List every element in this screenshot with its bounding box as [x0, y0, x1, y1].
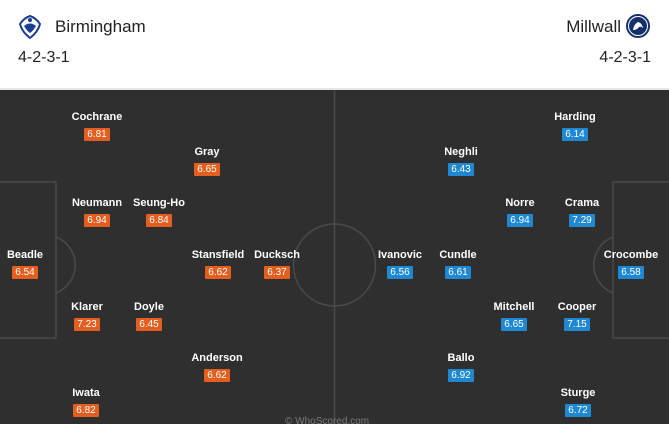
player-neghli[interactable]: Neghli 6.43 — [416, 146, 506, 177]
player-beadle[interactable]: Beadle 6.54 — [0, 249, 70, 280]
rating-badge: 6.72 — [565, 404, 591, 417]
pitch: Cochrane 6.81 Gray 6.65 Neumann 6.94 Seu… — [0, 90, 669, 424]
rating-badge: 7.15 — [564, 318, 590, 331]
away-formation: 4-2-3-1 — [599, 49, 651, 66]
player-ivanovic[interactable]: Ivanovic 6.56 — [355, 249, 445, 280]
pitch-markings — [0, 90, 669, 424]
rating-badge: 6.58 — [618, 266, 644, 279]
player-name: Harding — [554, 111, 596, 123]
player-name: Ballo — [447, 352, 475, 364]
player-name: Doyle — [134, 301, 164, 313]
watermark: © WhoScored.com — [285, 416, 370, 427]
player-name: Anderson — [191, 352, 243, 364]
match-header: Birmingham 4-2-3-1 Millwall 4-2-3-1 — [0, 0, 669, 88]
rating-badge: 6.84 — [146, 214, 172, 227]
player-name: Cooper — [557, 301, 597, 313]
player-crama[interactable]: Crama 7.29 — [537, 197, 627, 228]
header-divider — [0, 88, 669, 90]
home-team-name: Birmingham — [55, 17, 146, 36]
rating-badge: 6.62 — [205, 266, 231, 279]
player-ballo[interactable]: Ballo 6.92 — [416, 352, 506, 383]
player-klarer[interactable]: Klarer 7.23 — [42, 301, 132, 332]
player-name: Iwata — [72, 387, 100, 399]
rating-badge: 6.61 — [445, 266, 471, 279]
player-crocombe[interactable]: Crocombe 6.58 — [586, 249, 669, 280]
rating-badge: 6.94 — [84, 214, 110, 227]
player-seung-ho[interactable]: Seung-Ho 6.84 — [114, 197, 204, 228]
player-cooper[interactable]: Cooper 7.15 — [532, 301, 622, 332]
player-iwata[interactable]: Iwata 6.82 — [41, 387, 131, 418]
player-ducksch[interactable]: Ducksch 6.37 — [232, 249, 322, 280]
rating-badge: 6.82 — [73, 404, 99, 417]
player-anderson[interactable]: Anderson 6.62 — [172, 352, 262, 383]
player-neumann[interactable]: Neumann 6.94 — [52, 197, 142, 228]
player-norre[interactable]: Norre 6.94 — [475, 197, 565, 228]
player-name: Beadle — [6, 249, 44, 261]
player-name: Mitchell — [493, 301, 535, 313]
rating-badge: 6.62 — [204, 369, 230, 382]
player-cochrane[interactable]: Cochrane 6.81 — [52, 111, 142, 142]
rating-badge: 6.56 — [387, 266, 413, 279]
birmingham-crest-icon — [18, 14, 42, 40]
away-team-name: Millwall — [566, 17, 621, 36]
rating-badge: 6.43 — [448, 163, 474, 176]
rating-badge: 7.23 — [74, 318, 100, 331]
rating-badge: 6.65 — [194, 163, 220, 176]
player-stansfield[interactable]: Stansfield 6.62 — [173, 249, 263, 280]
player-name: Stansfield — [191, 249, 245, 261]
player-name: Neumann — [71, 197, 123, 209]
rating-badge: 6.45 — [136, 318, 162, 331]
player-name: Crocombe — [603, 249, 659, 261]
rating-badge: 6.65 — [501, 318, 527, 331]
rating-badge: 6.92 — [448, 369, 474, 382]
player-harding[interactable]: Harding 6.14 — [530, 111, 620, 142]
player-doyle[interactable]: Doyle 6.45 — [104, 301, 194, 332]
rating-badge: 6.14 — [562, 128, 588, 141]
player-mitchell[interactable]: Mitchell 6.65 — [469, 301, 559, 332]
player-name: Neghli — [444, 146, 478, 158]
player-gray[interactable]: Gray 6.65 — [162, 146, 252, 177]
player-name: Norre — [505, 197, 535, 209]
rating-badge: 6.37 — [264, 266, 290, 279]
millwall-crest-icon — [625, 13, 651, 39]
player-name: Cundle — [439, 249, 477, 261]
rating-badge: 7.29 — [569, 214, 595, 227]
player-name: Ivanovic — [377, 249, 423, 261]
rating-badge: 6.94 — [507, 214, 533, 227]
player-cundle[interactable]: Cundle 6.61 — [413, 249, 503, 280]
player-sturge[interactable]: Sturge 6.72 — [533, 387, 623, 418]
player-name: Sturge — [560, 387, 596, 399]
rating-badge: 6.81 — [84, 128, 110, 141]
player-name: Ducksch — [254, 249, 300, 261]
player-name: Gray — [194, 146, 220, 158]
player-name: Klarer — [71, 301, 103, 313]
rating-badge: 6.54 — [12, 266, 38, 279]
player-name: Crama — [564, 197, 600, 209]
player-name: Seung-Ho — [133, 197, 185, 209]
home-formation: 4-2-3-1 — [18, 49, 70, 66]
player-name: Cochrane — [71, 111, 123, 123]
